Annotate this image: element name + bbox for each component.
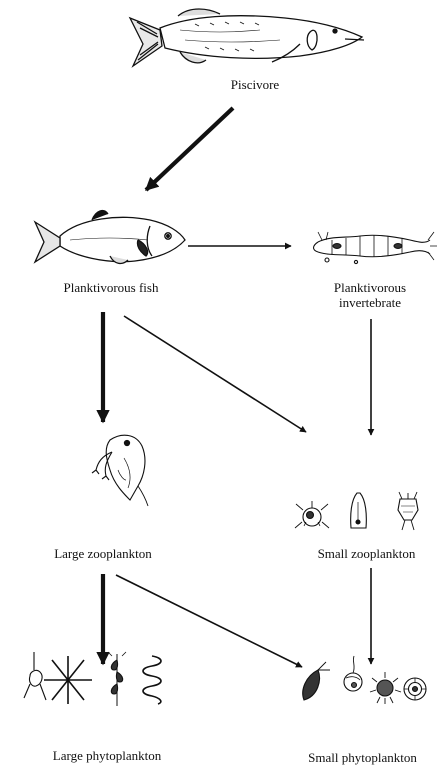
small-zooplankton-illustration (295, 492, 418, 530)
arrow-large-zooplankton-to-small-phytoplankton (116, 575, 302, 667)
label-large-zooplankton: Large zooplankton (28, 546, 178, 561)
arrow-piscivore-to-fish (146, 108, 233, 190)
planktivorous-fish-illustration (35, 211, 185, 264)
food-web-arrows (103, 108, 371, 667)
label-planktivorous-fish: Planktivorous fish (36, 280, 186, 295)
label-large-phytoplankton: Large phytoplankton (22, 748, 192, 763)
daphnia-illustration (92, 435, 148, 506)
small-phytoplankton-illustration (303, 656, 426, 704)
label-small-zooplankton: Small zooplankton (294, 546, 439, 561)
label-planktivorous-invertebrate: Planktivorous invertebrate (320, 280, 420, 310)
label-small-phytoplankton: Small phytoplankton (286, 750, 439, 765)
asterionella-illustration (44, 656, 92, 704)
invertebrate-larva-illustration (314, 232, 438, 264)
label-invertebrate-line2: invertebrate (320, 295, 420, 310)
large-phytoplankton-illustration (24, 652, 161, 706)
pike-illustration (130, 9, 364, 66)
arrow-fish-to-small-zooplankton (124, 316, 306, 432)
label-invertebrate-line1: Planktivorous (320, 280, 420, 295)
label-piscivore: Piscivore (210, 77, 300, 92)
